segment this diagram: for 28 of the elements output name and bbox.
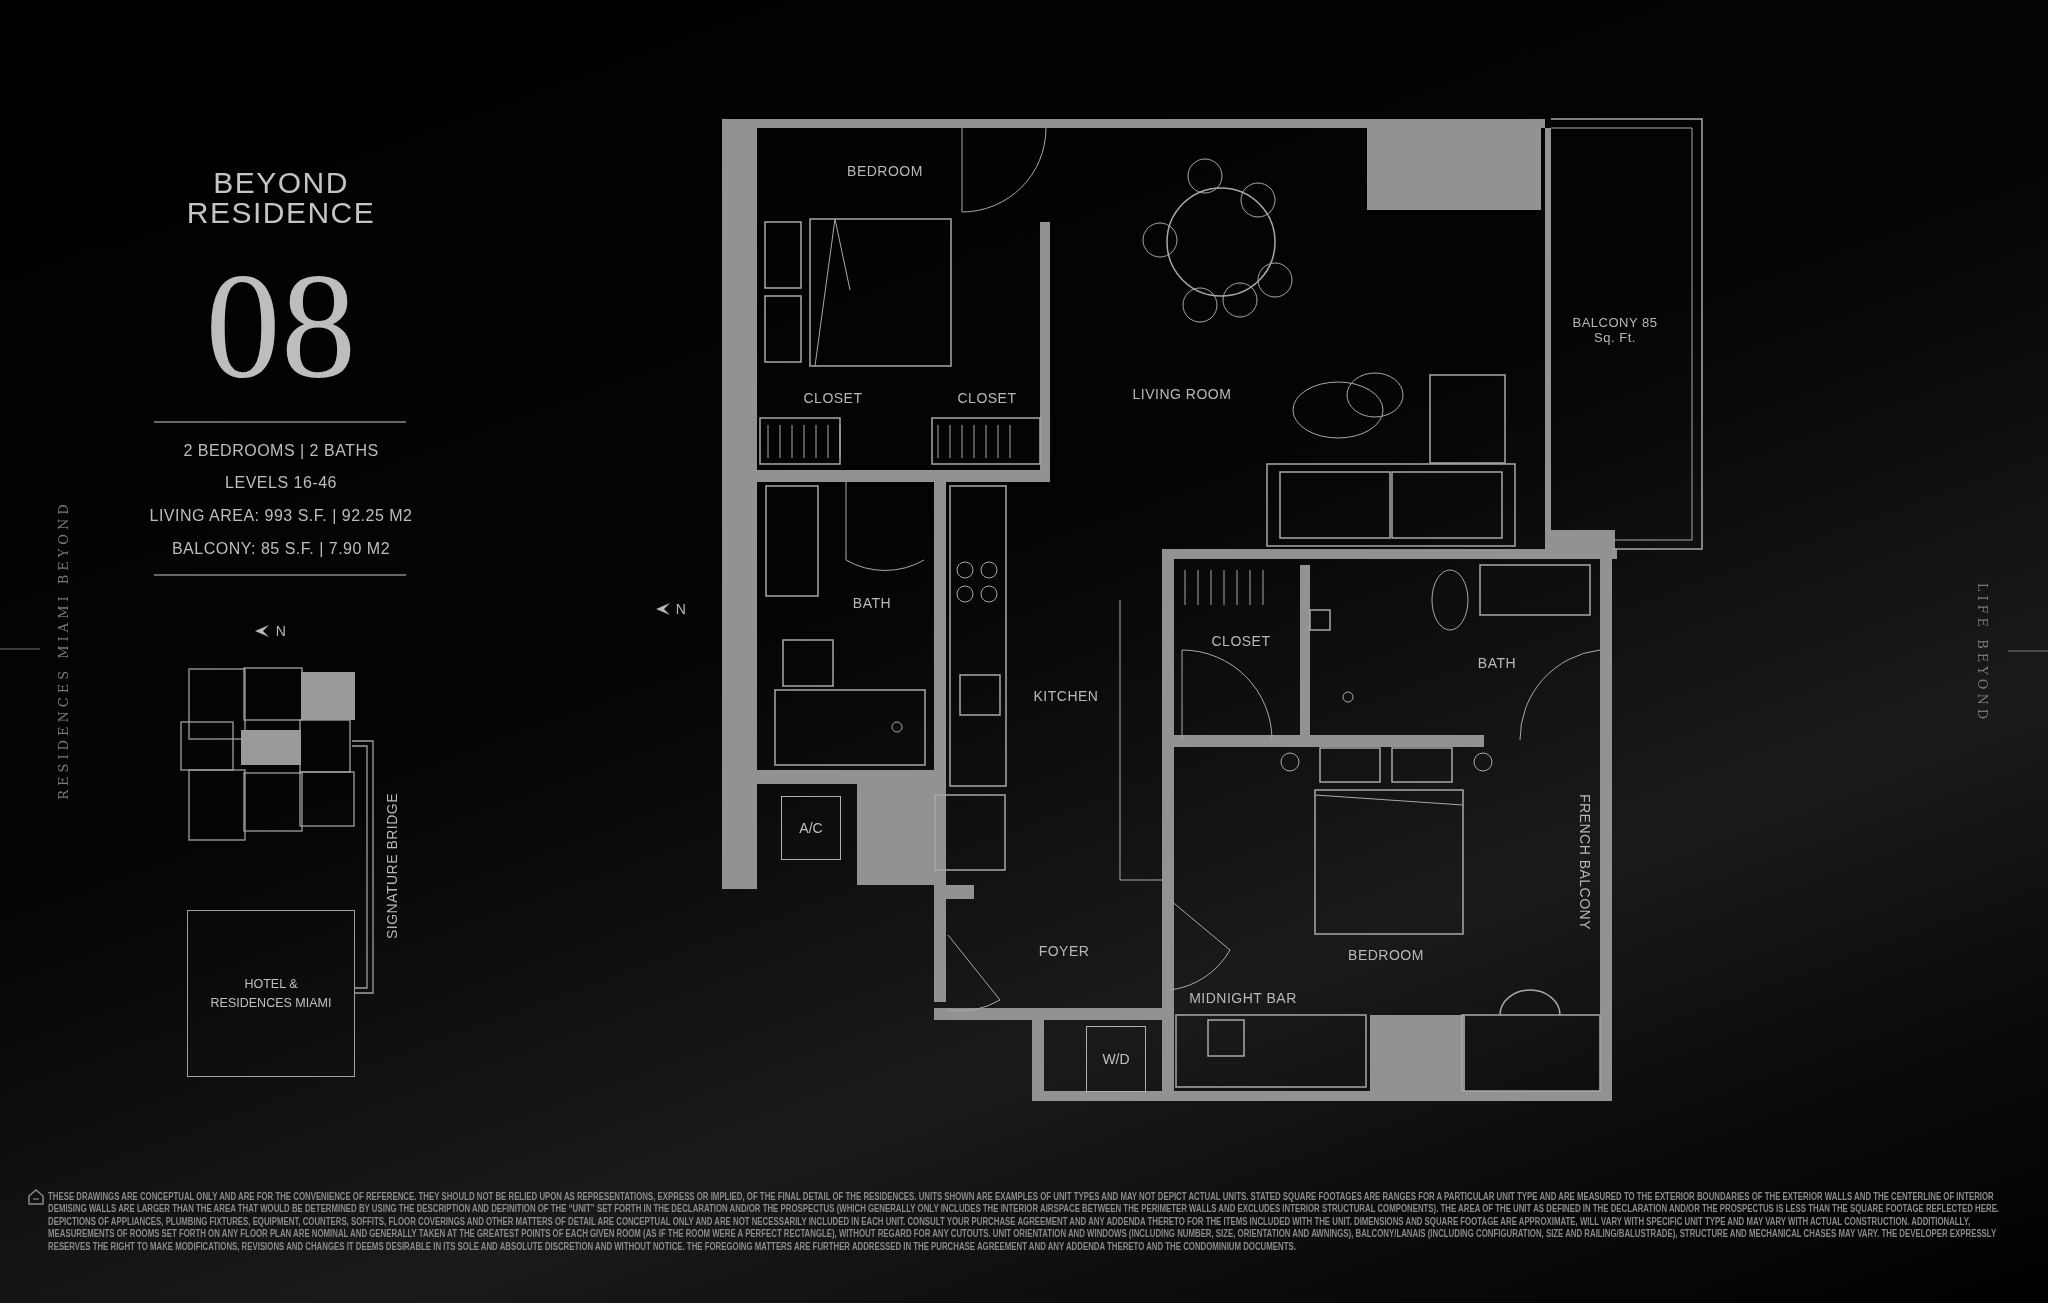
room-label: BATH (852, 595, 892, 611)
spec-text: BALCONY: 85 S.F. | 7.90 M2 (171, 540, 391, 558)
room-label: BATH (1477, 655, 1517, 671)
room-label: MIDNIGHT BAR (1189, 990, 1297, 1006)
room-label: FOYER (1038, 943, 1090, 959)
spec-text: LIVING AREA: 993 S.F. | 92.25 M2 (149, 507, 413, 525)
room-label: FRENCH BALCONY (1577, 793, 1593, 931)
room-label: CLOSET (1211, 633, 1271, 649)
north-label: N (675, 601, 687, 617)
room-label: KITCHEN (1033, 688, 1099, 704)
side-text: LIFE BEYOND (1974, 582, 1990, 724)
residence-number: 08 (205, 251, 357, 401)
residence-title: BEYOND RESIDENCE (186, 168, 376, 228)
spec-text: 2 BEDROOMS | 2 BATHS (183, 442, 379, 460)
room-label: BEDROOM (847, 163, 923, 179)
equipment-box: A/C (781, 796, 841, 860)
north-label: N (275, 623, 287, 639)
bridge-label: SIGNATURE BRIDGE (384, 792, 400, 940)
building-box: HOTEL & RESIDENCES MIAMI (187, 910, 355, 1077)
side-text: RESIDENCES MIAMI BEYOND (55, 500, 71, 800)
spec-text: LEVELS 16-46 (225, 474, 337, 492)
disclaimer-text: THESE DRAWINGS ARE CONCEPTUAL ONLY AND ARE FOR THE CONVENIENCE OF REFERENCE. THEY SHOULD NOT BE RELIED UPON AS REPRESENTATIONS, EXPRESS OR IMPLIED, OF THE FINAL DETAIL OF THE RESIDENCES. UNITS SHOWN ARE EXAMPLES OF UNIT TYPES AND MAY NOT DEPICT ACTUAL UNITS. STATED SQUARE FOOTAGES ARE RANGES FOR A PARTICULAR UNIT TYPE AND ARE MEASURED TO THE EXTERIOR BOUNDARIES OF THE EXTERIOR WALLS AND THE CENTERLINE OF INTERIOR DEMISING WALLS ARE LARGER THAN THE AREA THAT WOULD BE DETERMINED BY USING THE DESCRIPTION AND DEFINITION OF THE “UNIT” SET FORTH IN THE DECLARATION AND/OR THE PROSPECTUS (WHICH GENERALLY ONLY INCLUDES THE INTERIOR AIRSPACE BETWEEN THE PERIMETER WALLS AND EXCLUDES INTERIOR STRUCTURAL COMPONENTS). THE AREA OF THE UNIT AS DEFINED IN THE DECLARATION AND/OR THE PROSPECTUS IS LESS THAN THE SQUARE FOOTAGE REFLECTED HERE. DEPICTIONS OF APPLIANCES, PLUMBING FIXTURES, EQUIPMENT, COUNTERS, SOFFITS, FLOOR COVERINGS AND OTHER MATTERS OF DETAIL ARE CONCEPTUAL ONLY AND ARE NOT NECESSARILY INCLUDED IN EACH UNIT. CONSULT YOUR PURCHASE AGREEMENT AND ANY ADDENDA THERETO FOR THE ITEMS INCLUDED WITH THE UNIT. DIMENSIONS AND SQUARE FOOTAGE ARE APPROXIMATE, WILL VARY WITH SPECIFIC UNIT TYPE AND MAY VARY WITH ACTUAL CONSTRUCTION. ADDITIONALLY, MEASUREMENTS OF ROOMS SET FORTH ON ANY FLOOR PLAN ARE NOMINAL AND GENERALLY TAKEN AT THE GREATEST POINTS OF EACH GIVEN ROOM (AS IF THE ROOM WERE A PERFECT RECTANGLE), WITHOUT REGARD FOR ANY CUTOUTS. UNIT ORIENTATION AND WINDOWS (INCLUDING NUMBER, SIZE, ORIENTATION AND AWNINGS), BALCONY/LANAIS (INCLUDING CONFIGURATION, SIZE AND RAILING/BALUSTRADE), STRUCTURE AND MECHANICAL CHASES MAY VARY. THE DEVELOPER EXPRESSLY RESERVES THE RIGHT TO MAKE MODIFICATIONS, REVISIONS AND CHANGES IT DEEMS DESIRABLE IN ITS SOLE AND ABSOLUTE DISCRETION AND WITHOUT NOTICE. THE FOREGOING MATTERS ARE FURTHER ADDRESSED IN THE PURCHASE AGREEMENT AND ANY ADDENDA THERETO AND THE CONDOMINIUM DOCUMENTS. (48, 1190, 2001, 1253)
room-label: BEDROOM (1348, 947, 1424, 963)
room-label: CLOSET (957, 390, 1017, 406)
room-label: LIVING ROOM (1132, 386, 1232, 402)
appliance-box: W/D (1086, 1026, 1146, 1092)
room-label: BALCONY 85 Sq. Ft. (1571, 315, 1659, 345)
room-label: CLOSET (803, 390, 863, 406)
